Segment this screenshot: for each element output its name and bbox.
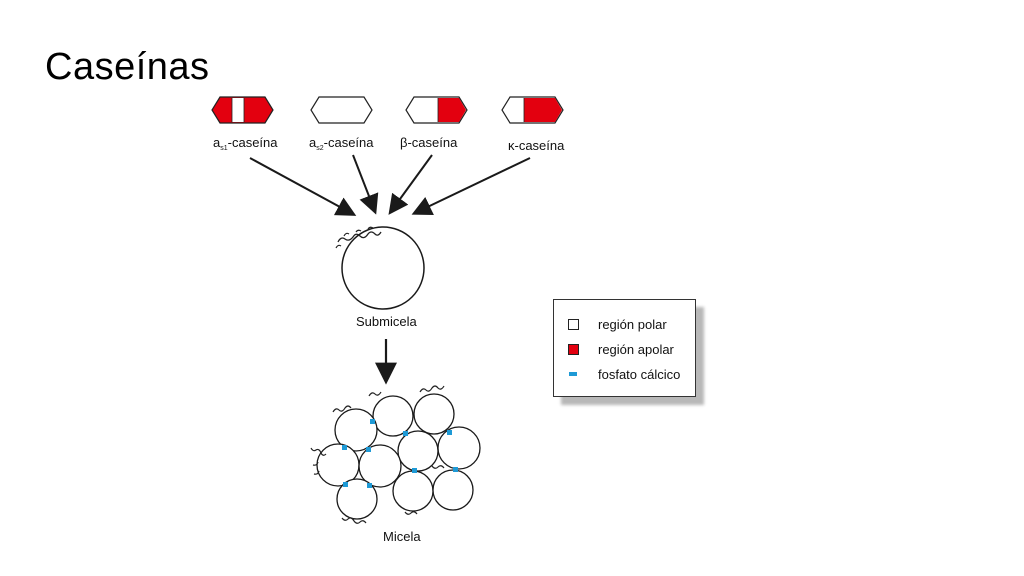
phosphate-swatch-icon — [569, 372, 577, 376]
legend: región polar región apolar fosfato cálci… — [553, 299, 696, 397]
legend-label-polar: región polar — [598, 316, 667, 332]
submicelle — [335, 226, 425, 310]
casein-beta-label: β-caseína — [400, 135, 458, 150]
legend-item-polar: región polar — [568, 316, 667, 332]
casein-chains-icon — [337, 231, 382, 243]
legend-item-phosphate: fosfato cálcico — [568, 366, 680, 382]
casein-kappa-pill — [501, 96, 564, 124]
arrow-kappa — [411, 157, 531, 215]
legend-label-phosphate: fosfato cálcico — [598, 366, 681, 382]
casein-as1-label: as1-caseína — [213, 135, 278, 152]
micela-label: Micela — [383, 529, 421, 544]
legend-label-apolar: región apolar — [598, 341, 674, 357]
casein-as1-pill — [211, 96, 274, 124]
submicela-label: Submicela — [356, 314, 417, 329]
arrow-as1 — [249, 157, 357, 216]
legend-item-apolar: región apolar — [568, 341, 674, 357]
calcium-phosphate-markers — [342, 419, 458, 488]
arrow-beta — [388, 154, 433, 215]
micelle — [310, 385, 481, 524]
casein-beta-pill — [405, 96, 468, 124]
apolar-swatch-icon — [568, 343, 579, 355]
polar-swatch-icon — [568, 318, 579, 330]
slide-title: Caseínas — [45, 46, 210, 88]
casein-as2-label: as2-caseína — [309, 135, 374, 152]
casein-as2-pill — [310, 96, 373, 124]
arrow-as2 — [352, 154, 379, 215]
casein-kappa-label: κ-caseína — [508, 138, 565, 153]
